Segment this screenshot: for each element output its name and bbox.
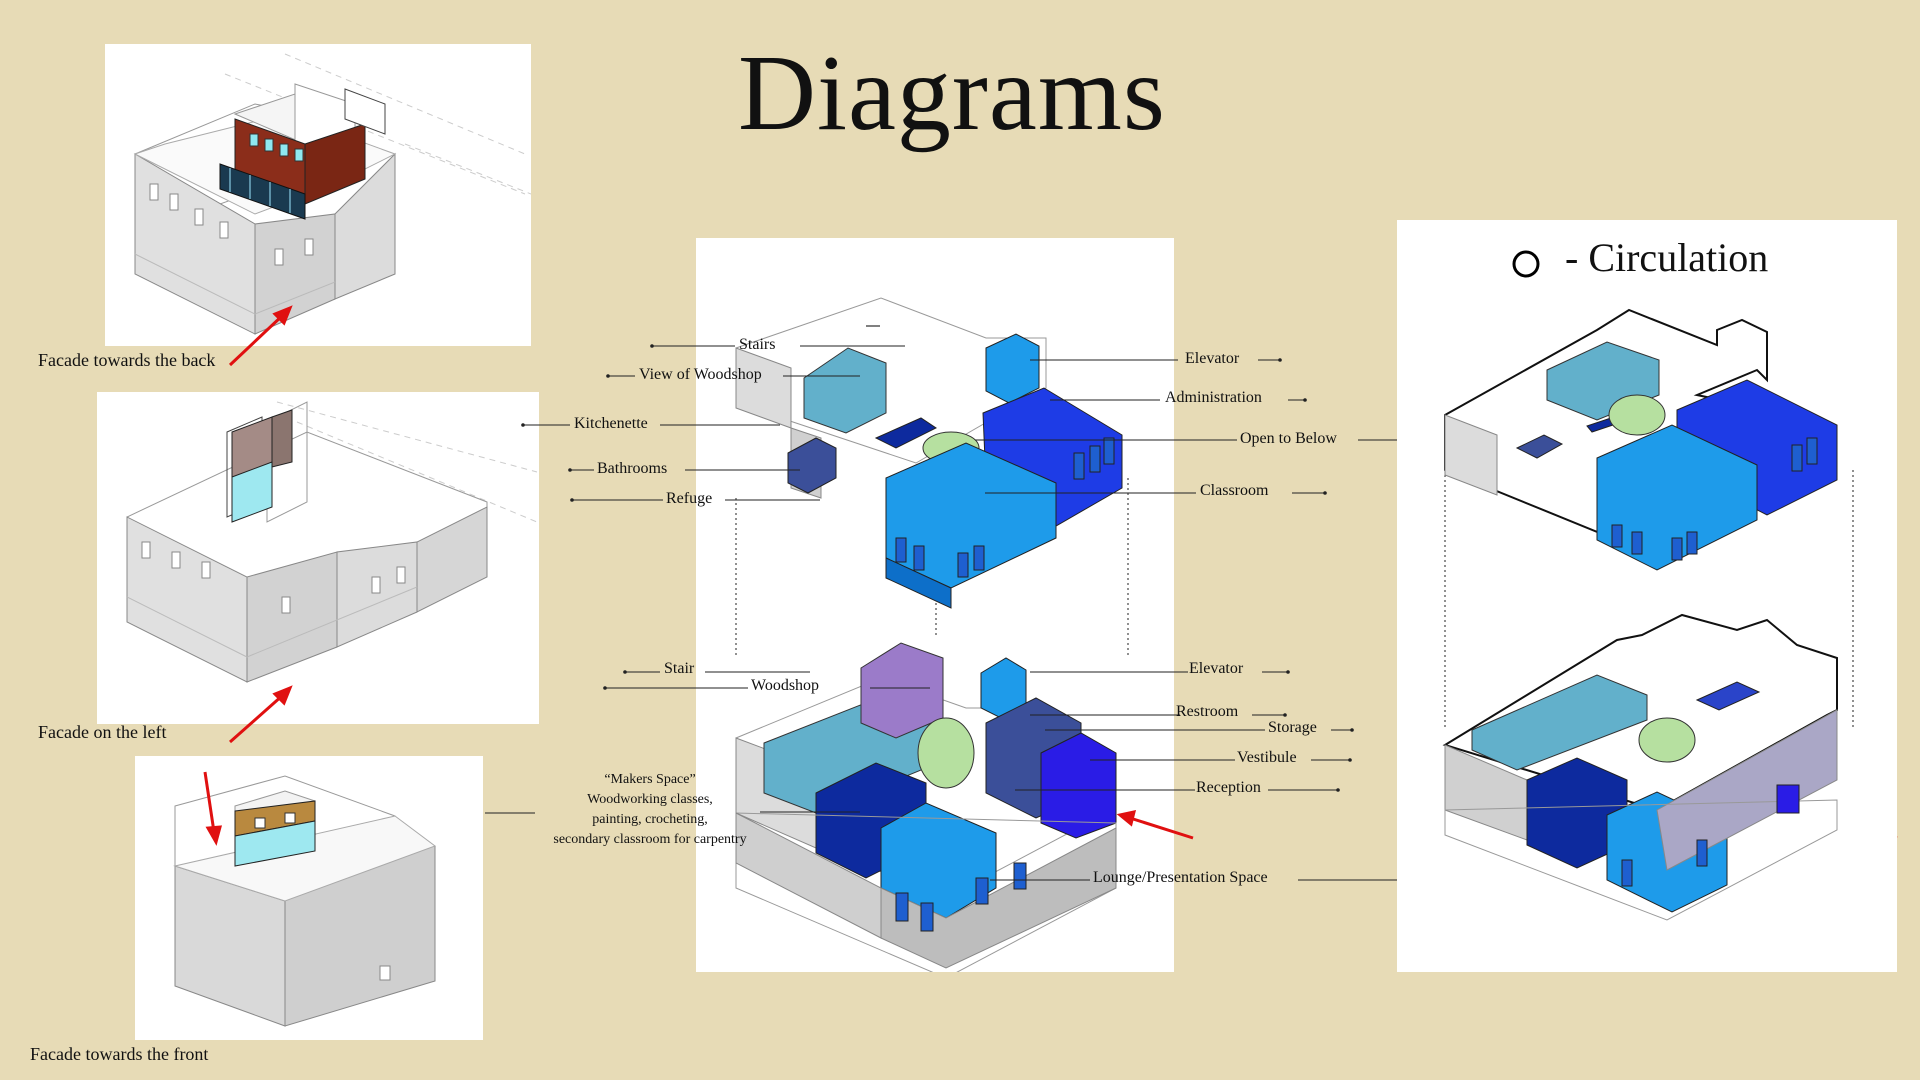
front-facade-caption: Facade towards the front xyxy=(30,1044,209,1064)
left-facade-panel xyxy=(97,392,539,724)
label-administration: Administration xyxy=(1165,389,1262,406)
program-diagram xyxy=(735,297,1129,972)
label-bathrooms: Bathrooms xyxy=(597,460,668,477)
label-vestibule: Vestibule xyxy=(1237,749,1297,766)
makers-space-note: “Makers Space” Woodworking classes, pain… xyxy=(520,770,780,850)
makers-line-1: “Makers Space” xyxy=(604,772,696,787)
label-stair: Stair xyxy=(664,660,695,677)
left-facade-drawing xyxy=(126,401,538,683)
label-elevator-upper: Elevator xyxy=(1185,350,1240,367)
label-refuge: Refuge xyxy=(666,490,713,507)
circulation-legend-label: - Circulation xyxy=(1565,235,1769,280)
circulation-diagram xyxy=(1442,308,1854,921)
front-facade-panel xyxy=(135,756,483,1040)
makers-line-3: painting, crocheting, xyxy=(592,812,708,827)
label-restroom: Restroom xyxy=(1176,703,1239,720)
label-stairs: Stairs xyxy=(739,336,776,353)
label-view-woodshop: View of Woodshop xyxy=(639,366,762,383)
back-facade-caption: Facade towards the back xyxy=(38,350,216,370)
label-lounge: Lounge/Presentation Space xyxy=(1093,869,1268,886)
left-facade-caption: Facade on the left xyxy=(38,722,167,742)
label-elevator-lower: Elevator xyxy=(1189,660,1244,677)
makers-line-2: Woodworking classes, xyxy=(587,792,713,807)
circulation-panel xyxy=(1397,220,1897,972)
label-classroom: Classroom xyxy=(1200,482,1269,499)
back-facade-panel xyxy=(105,44,531,346)
label-open-below: Open to Below xyxy=(1240,430,1337,447)
makers-line-4: secondary classroom for carpentry xyxy=(553,832,747,847)
label-storage: Storage xyxy=(1268,719,1317,736)
label-woodshop: Woodshop xyxy=(751,677,820,694)
label-reception: Reception xyxy=(1196,779,1261,796)
front-facade-drawing xyxy=(173,775,437,1027)
page-title: Diagrams xyxy=(738,34,1166,153)
label-kitchenette: Kitchenette xyxy=(574,415,648,432)
back-facade-drawing xyxy=(133,53,531,335)
